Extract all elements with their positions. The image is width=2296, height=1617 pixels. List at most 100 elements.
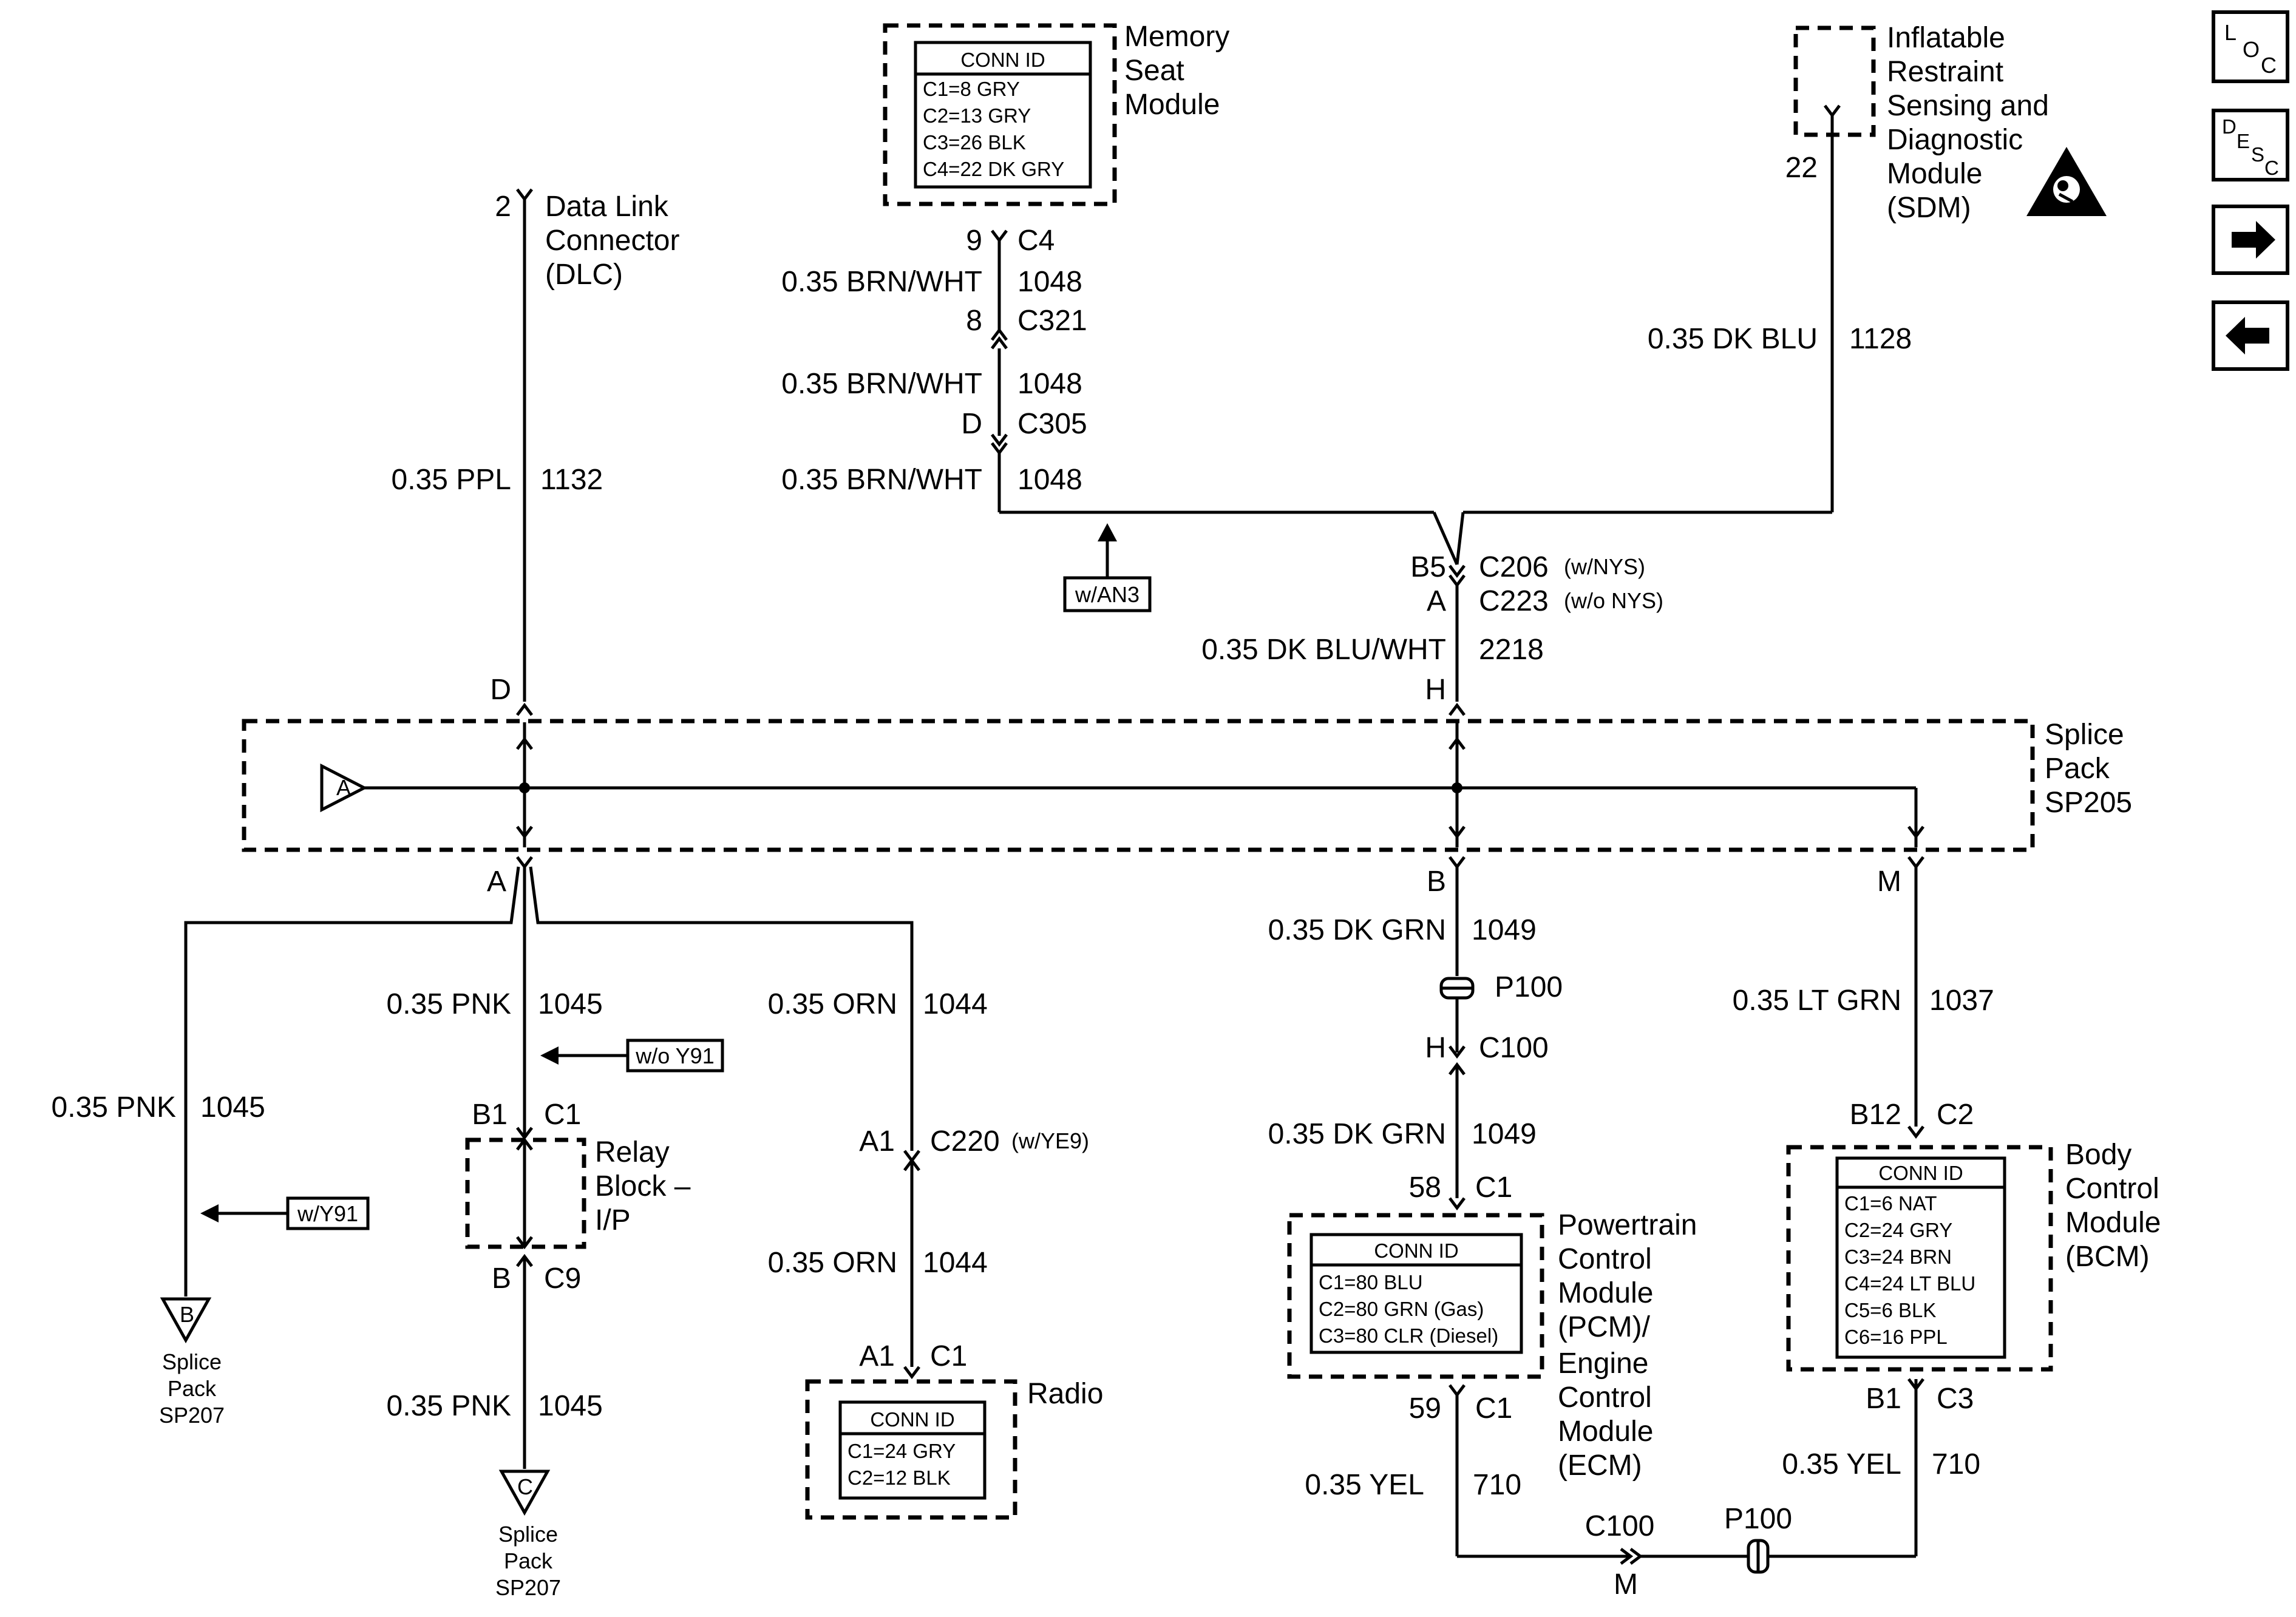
rb-b-pin: B — [492, 1263, 511, 1295]
pcm-conn-1: C1=80 BLU — [1319, 1271, 1423, 1293]
c1128-label: 1128 — [1849, 323, 1912, 355]
c1045-label-low: 1045 — [538, 1390, 603, 1422]
pcm-name-3: Module — [1558, 1277, 1653, 1309]
w1048-label-3: 0.35 BRN/WHT — [781, 464, 982, 496]
arrow-left-icon — [2226, 317, 2269, 354]
splice-ref-b: B — [180, 1302, 194, 1327]
circuit-2218: B5 C206 (w/NYS) A C223 (w/o NYS) 0.35 DK… — [1201, 551, 1663, 716]
loc-letter-c: C — [2261, 53, 2277, 78]
msm-pin: 9 — [966, 225, 982, 257]
bcm-name-2: Control — [2065, 1173, 2159, 1205]
loc-button[interactable]: L O C — [2212, 10, 2289, 83]
airbag-warning-icon — [2026, 147, 2107, 216]
c305-label: C305 — [1017, 408, 1087, 440]
w1049-label-2: 0.35 DK GRN — [1268, 1118, 1446, 1150]
sp207-low-3: SP207 — [495, 1575, 561, 1600]
w1037-label: 0.35 LT GRN — [1733, 985, 1901, 1017]
sdm-name-5: Module — [1887, 158, 1982, 190]
circuit-710: 59 C1 0.35 YEL 710 C100 M P100 B1 C3 0.3… — [1305, 1378, 1980, 1601]
msm-conn-1: C1=8 GRY — [923, 78, 1020, 100]
c220-label: C220 — [930, 1125, 1000, 1158]
loc-letter-o: O — [2243, 37, 2260, 62]
dlc-name-1: Data Link — [545, 191, 669, 223]
c321-label: C321 — [1017, 305, 1087, 337]
bcm-name-3: Module — [2065, 1207, 2161, 1239]
bcm-conn-2: C2=24 GRY — [1844, 1219, 1952, 1241]
c100-bottom-label: C100 — [1585, 1510, 1655, 1542]
p100-label: P100 — [1495, 971, 1563, 1003]
c2218-label: 2218 — [1479, 634, 1544, 666]
wan3-note: w/AN3 — [1063, 523, 1152, 612]
w710-label-left: 0.35 YEL — [1305, 1469, 1424, 1501]
p100-bottom-label: P100 — [1724, 1503, 1792, 1535]
c1037-label: 1037 — [1929, 985, 1994, 1017]
c1049-label-2: 1049 — [1472, 1118, 1537, 1150]
sdm-module: Inflatable Restraint Sensing and Diagnos… — [1793, 22, 2107, 224]
relay-name-3: I/P — [595, 1204, 631, 1236]
pcm-name-8: (ECM) — [1558, 1449, 1642, 1482]
bcm-module: CONN ID C1=6 NAT C2=24 GRY C3=24 BRN C4=… — [1786, 1139, 2161, 1372]
dlc-pin: 2 — [495, 191, 511, 223]
circuit-1045-1044: A 0.35 PNK 1045 w/Y91 B Splice Pack SP20… — [52, 856, 1089, 1600]
radio-conn-2: C2=12 BLK — [847, 1466, 951, 1489]
desc-letter-s: S — [2251, 143, 2264, 166]
c710-label-right: 710 — [1932, 1448, 1980, 1480]
pcm-name-7: Module — [1558, 1415, 1653, 1448]
sp205-name-3: SP205 — [2045, 787, 2132, 819]
c1048-label-2: 1048 — [1017, 368, 1082, 400]
bcm-conn-6: C6=16 PPL — [1844, 1326, 1948, 1348]
c220-pin: A1 — [859, 1125, 895, 1158]
bcm-name-1: Body — [2065, 1139, 2131, 1171]
splice-ref-b-icon — [160, 1297, 212, 1344]
pcm-conn-id: CONN ID — [1374, 1239, 1458, 1262]
c100-bottom-pin: M — [1614, 1568, 1638, 1601]
pcm-name-2: Control — [1558, 1243, 1652, 1275]
sp205-name-1: Splice — [2045, 719, 2124, 751]
c305-pin: D — [961, 408, 982, 440]
bcm-conn-5: C5=6 BLK — [1844, 1299, 1936, 1321]
c710-label-left: 710 — [1473, 1469, 1521, 1501]
prev-button[interactable] — [2212, 300, 2289, 371]
radio-conn-id: CONN ID — [870, 1408, 954, 1431]
sp207-low-2: Pack — [504, 1548, 553, 1573]
c1048-label-1: 1048 — [1017, 266, 1082, 298]
c206-pin: B5 — [1410, 551, 1446, 583]
w1045-label-low: 0.35 PNK — [387, 1390, 511, 1422]
circuit-1128: 22 0.35 DK BLU 1128 — [1455, 104, 1912, 565]
next-button[interactable] — [2212, 205, 2289, 275]
arrow-right-icon — [2232, 221, 2275, 259]
radio-conn-1: C1=24 GRY — [847, 1440, 956, 1462]
w1132-label: 0.35 PPL — [392, 464, 511, 496]
c1048-label-3: 1048 — [1017, 464, 1082, 496]
sdm-name-6: (SDM) — [1887, 192, 1971, 224]
circuit-1037: M 0.35 LT GRN 1037 B12 C2 — [1733, 856, 1994, 1139]
radio-pin: A1 — [859, 1340, 895, 1372]
arrow-left-icon — [540, 1046, 559, 1065]
c100-pin: H — [1425, 1032, 1446, 1064]
pcm-module: CONN ID C1=80 BLU C2=80 GRN (Gas) C3=80 … — [1287, 1209, 1697, 1482]
splice-pack-sp205: A Splice Pack SP205 — [242, 719, 2132, 852]
bcm-pin-b12: B12 — [1850, 1099, 1901, 1131]
dlc-name-2: Connector — [545, 225, 679, 257]
sp-a-pin: A — [487, 866, 506, 898]
msm-conn: C4 — [1017, 225, 1055, 257]
rb-b1-pin: B1 — [472, 1099, 508, 1131]
w1049-label-1: 0.35 DK GRN — [1268, 914, 1446, 946]
w710-label-right: 0.35 YEL — [1782, 1448, 1901, 1480]
sdm-name-2: Restraint — [1887, 56, 2003, 88]
pcm-c1-bottom: C1 — [1475, 1392, 1512, 1425]
c223-pin: A — [1427, 585, 1446, 617]
pcm-name-5: Engine — [1558, 1348, 1648, 1380]
sdm-name-3: Sensing and — [1887, 90, 2049, 122]
desc-button[interactable]: D E S C — [2212, 109, 2289, 181]
rb-c1-conn: C1 — [544, 1099, 581, 1131]
dlc-name-3: (DLC) — [545, 259, 623, 291]
c223-note: (w/o NYS) — [1564, 588, 1663, 613]
bcm-pin-b1: B1 — [1866, 1383, 1901, 1415]
radio-conn: C1 — [930, 1340, 967, 1372]
c223-label: C223 — [1479, 585, 1549, 617]
sp207-left-1: Splice — [162, 1349, 222, 1374]
sp207-left-3: SP207 — [159, 1403, 225, 1428]
msm-conn-id: CONN ID — [960, 49, 1045, 71]
